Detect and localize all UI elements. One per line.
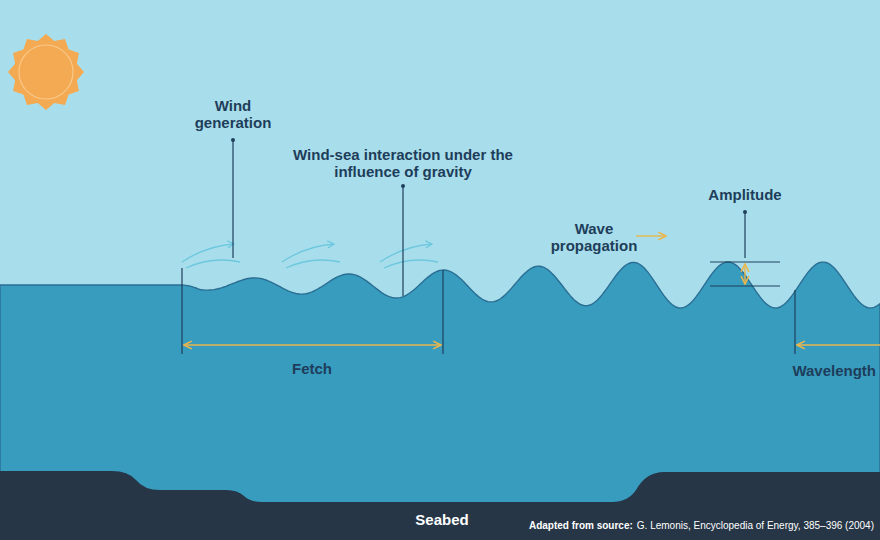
fetch-label: Fetch — [292, 360, 332, 377]
sun — [8, 34, 84, 110]
wind-label: Wind generation — [188, 97, 278, 132]
leader-dots — [231, 138, 747, 214]
sun-body — [8, 34, 84, 110]
interaction-label: Wind-sea interaction under the influence… — [283, 146, 523, 181]
seabed-label: Seabed — [415, 511, 468, 528]
leader-lines — [233, 140, 745, 296]
amplitude-label: Amplitude — [708, 186, 781, 203]
propagation-label: Wave propagation — [539, 220, 649, 255]
wavelength-label: Wavelength — [792, 362, 876, 379]
sea-water — [0, 262, 880, 540]
wind-swirls — [182, 244, 438, 268]
sun-ring — [19, 45, 73, 99]
seabed — [0, 471, 880, 540]
source-prefix: Adapted from source: — [529, 520, 633, 531]
source-citation: G. Lemonis, Encyclopedia of Energy, 385–… — [637, 520, 874, 531]
fetch-arrow — [184, 344, 441, 345]
wavelength-arrow — [797, 344, 880, 345]
propagation-arrow — [636, 235, 666, 236]
dimension-ticks — [182, 268, 795, 354]
amplitude-arrow — [744, 264, 745, 284]
source-line: Adapted from source: G. Lemonis, Encyclop… — [529, 520, 874, 531]
amplitude-lines — [710, 262, 780, 286]
